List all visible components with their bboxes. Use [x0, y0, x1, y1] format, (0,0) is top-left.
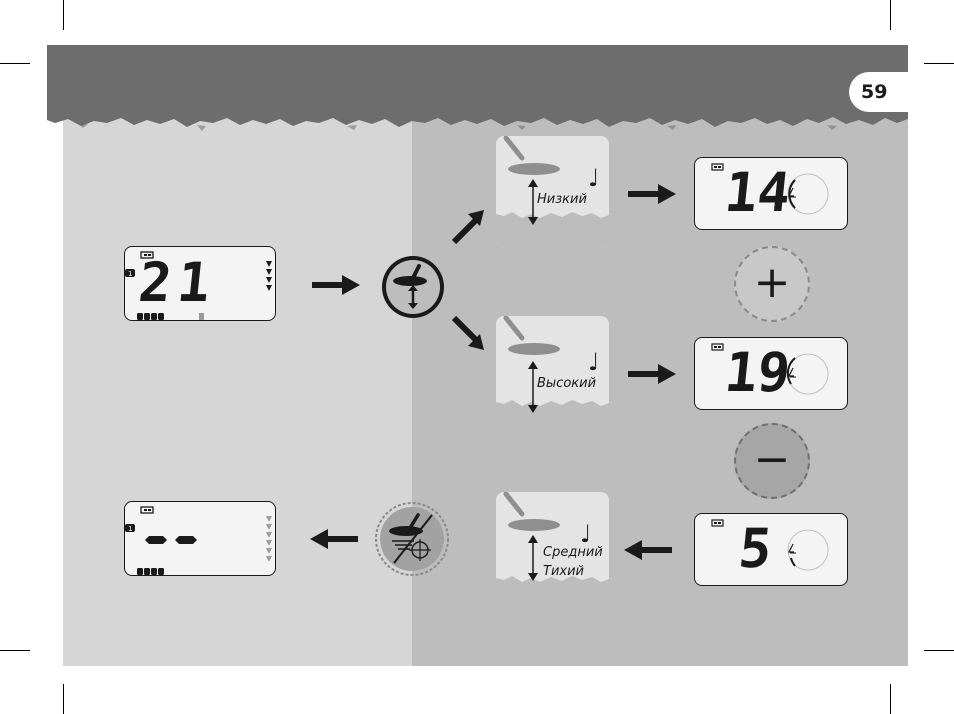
music-note-icon: ♩ — [588, 350, 599, 374]
lcd-result-value: 5 — [736, 518, 775, 580]
lcd-dashes: 1 — [124, 501, 276, 576]
minus-button[interactable]: − — [734, 423, 810, 499]
coil-crosshair-crossed-icon — [374, 501, 450, 577]
lcd-main-value: 21 — [136, 253, 219, 313]
crop-mark — [0, 650, 30, 651]
sensitivity-card-medium: ♩ Средний Тихий — [496, 492, 609, 605]
arrow-down-right — [450, 314, 490, 354]
card-label: Средний — [543, 545, 603, 560]
sensitivity-card-low: ♩ Низкий — [496, 136, 609, 248]
crop-mark — [890, 0, 891, 30]
arrow-up-right — [450, 206, 490, 246]
crop-mark — [63, 684, 64, 714]
minus-icon: − — [736, 425, 808, 495]
plus-button[interactable]: + — [734, 246, 810, 322]
lcd-result-2: 19 — [694, 337, 848, 410]
card-label: Низкий — [537, 192, 587, 207]
arrow-right — [628, 364, 678, 384]
svg-text:1: 1 — [128, 525, 132, 533]
page-number: 59 — [849, 72, 908, 112]
sensitivity-card-high: ♩ Высокий — [496, 316, 609, 429]
crop-mark — [924, 63, 954, 64]
crop-mark — [924, 650, 954, 651]
left-panel — [63, 110, 412, 666]
crop-mark — [0, 63, 30, 64]
lcd-main: 1 21 — [124, 246, 276, 321]
lcd-result-3: 5 — [694, 513, 848, 586]
header-band — [47, 45, 908, 135]
arrow-right — [312, 275, 362, 295]
crop-mark — [63, 0, 64, 30]
arrow-right — [628, 184, 678, 204]
lcd-result-value: 19 — [722, 342, 794, 404]
arrow-left — [310, 529, 360, 549]
card-label: Тихий — [543, 564, 584, 579]
svg-text:1: 1 — [128, 270, 132, 278]
coil-with-arrows-icon[interactable] — [380, 254, 446, 320]
lcd-result-1: 14 — [694, 157, 848, 230]
lcd-dashes-graphics: 1 — [125, 502, 277, 577]
arrow-left — [624, 540, 674, 560]
music-note-icon: ♩ — [588, 166, 599, 190]
music-note-icon: ♩ — [580, 522, 591, 546]
plus-icon: + — [736, 248, 808, 318]
crop-mark — [890, 684, 891, 714]
card-label: Высокий — [537, 376, 596, 391]
lcd-result-value: 14 — [722, 162, 794, 224]
